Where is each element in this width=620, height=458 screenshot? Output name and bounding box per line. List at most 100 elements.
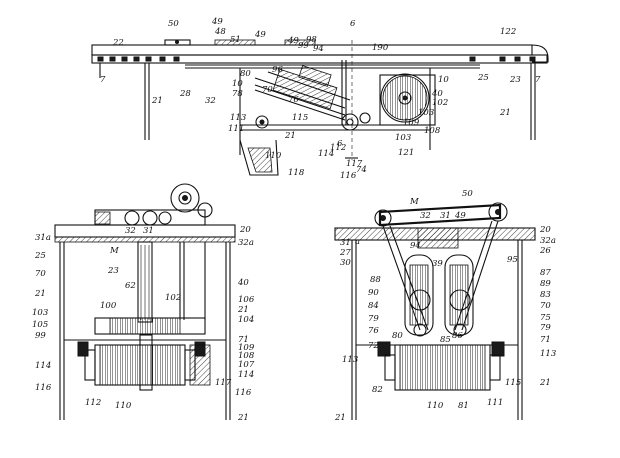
- ref-label: 115: [505, 378, 521, 388]
- ref-label: 114: [238, 370, 254, 380]
- ref-label: 122: [500, 27, 516, 37]
- ref-label: 99: [35, 331, 46, 341]
- ref-label: 115: [292, 113, 308, 123]
- ref-label: 76: [368, 326, 379, 336]
- ref-label: 21: [34, 289, 46, 299]
- ref-label: 25: [34, 251, 46, 261]
- ref-label: 107: [238, 360, 255, 370]
- ref-label: 48: [214, 27, 226, 37]
- reference-labels-bottom-left: 31a 25 70 21 103 105 99 114 116 112 110 …: [32, 225, 255, 423]
- ref-label: 10: [438, 75, 449, 85]
- ref-label: 39: [432, 259, 443, 269]
- reference-labels-top: 122 50 49 48 51 49 49 98 99 6 190 22 7 2…: [100, 17, 541, 181]
- ref-label: 25: [477, 73, 489, 83]
- ref-label: 99: [298, 41, 309, 51]
- ref-label: 106: [238, 295, 255, 305]
- ref-label: 118: [288, 168, 305, 178]
- ref-label: 104: [238, 315, 254, 325]
- ref-label: 109: [238, 343, 255, 353]
- ref-label: 10: [232, 79, 243, 89]
- ref-label: 31: [440, 211, 451, 221]
- ref-label: 108: [238, 351, 255, 361]
- figure-bottom-left: [54, 183, 236, 420]
- ref-label: 114: [35, 361, 51, 371]
- ref-label: 98: [306, 35, 317, 45]
- inner-belts: [404, 254, 474, 337]
- ref-label: 80: [392, 331, 403, 341]
- roller-drum-right: [377, 341, 505, 391]
- ref-label: 96: [272, 65, 283, 75]
- ref-label: 116: [340, 171, 357, 181]
- ref-label: 50: [462, 189, 473, 199]
- ref-label: 79: [368, 314, 379, 324]
- ref-label: 50: [168, 19, 179, 29]
- ref-label: 21: [237, 305, 249, 315]
- ref-label: 113: [342, 355, 358, 365]
- ref-label: 49: [211, 17, 223, 27]
- ref-label: 49: [254, 30, 266, 40]
- ref-label: 70: [540, 301, 551, 311]
- gear-assembly-top: [94, 183, 213, 226]
- ref-label: 70: [35, 269, 46, 279]
- ref-label: M: [109, 246, 119, 256]
- ref-label: 85: [440, 335, 451, 345]
- slanted-belt-frame: [254, 65, 351, 121]
- ref-label: 6: [350, 19, 356, 29]
- ref-label: 117: [346, 159, 363, 169]
- ref-label: 95: [507, 255, 518, 265]
- ref-label: 74: [356, 165, 367, 175]
- ref-label: 49: [454, 211, 466, 221]
- ref-label: 109: [403, 118, 420, 128]
- ref-label: 100: [100, 301, 117, 311]
- bolt-row-left: [97, 56, 180, 62]
- ref-label: 49: [287, 36, 299, 46]
- ref-label: 78: [232, 89, 243, 99]
- ref-label: 102: [432, 98, 448, 108]
- ref-label: 110: [265, 151, 282, 161]
- ref-label: 88: [370, 275, 381, 285]
- ref-label: 30: [340, 258, 351, 268]
- ref-label: 111: [487, 398, 503, 408]
- ref-label: 105: [32, 320, 48, 330]
- ref-label: 40: [237, 278, 249, 288]
- ref-label: 27: [339, 248, 351, 258]
- ref-label: 113: [230, 113, 246, 123]
- ref-label: 103: [395, 133, 411, 143]
- ref-label: 21: [151, 96, 163, 106]
- ref-label: 32a: [238, 238, 254, 248]
- ref-label: 94: [410, 241, 421, 251]
- ref-label: 72: [368, 341, 379, 351]
- ref-label: 94: [313, 44, 324, 54]
- roller-drum-left: [77, 334, 206, 391]
- ref-label: 110: [115, 401, 132, 411]
- bolt-row-right: [469, 56, 536, 62]
- ref-label: 71: [540, 335, 551, 345]
- ref-label: 75: [540, 313, 551, 323]
- top-clamps: [214, 39, 316, 46]
- ref-label: 32: [125, 226, 136, 236]
- ref-label: 7: [535, 75, 541, 85]
- ref-label: M: [409, 197, 419, 207]
- large-spoked-wheel: [380, 73, 430, 123]
- ref-label: 80: [240, 69, 251, 79]
- ref-label: 31: [143, 226, 154, 236]
- ref-label: 70: [262, 85, 273, 95]
- ref-label: 82: [372, 385, 383, 395]
- ref-label: 21: [499, 108, 511, 118]
- ref-label: 116: [35, 383, 52, 393]
- ref-label: 113: [540, 349, 556, 359]
- ref-label: 103: [418, 108, 434, 118]
- ref-label: 21: [284, 131, 296, 141]
- figure-top-elevation: [91, 39, 549, 176]
- ref-label: 23: [107, 266, 119, 276]
- ref-label: 190: [372, 43, 389, 53]
- figure-bottom-right: [334, 202, 536, 420]
- ref-label: 83: [540, 290, 551, 300]
- ref-label: 20: [539, 225, 551, 235]
- ref-label: 31a: [35, 233, 51, 243]
- ref-label: 21: [334, 413, 346, 423]
- ref-label: 32: [420, 211, 431, 221]
- ref-label: 111: [228, 124, 244, 134]
- ref-label: 116: [235, 388, 252, 398]
